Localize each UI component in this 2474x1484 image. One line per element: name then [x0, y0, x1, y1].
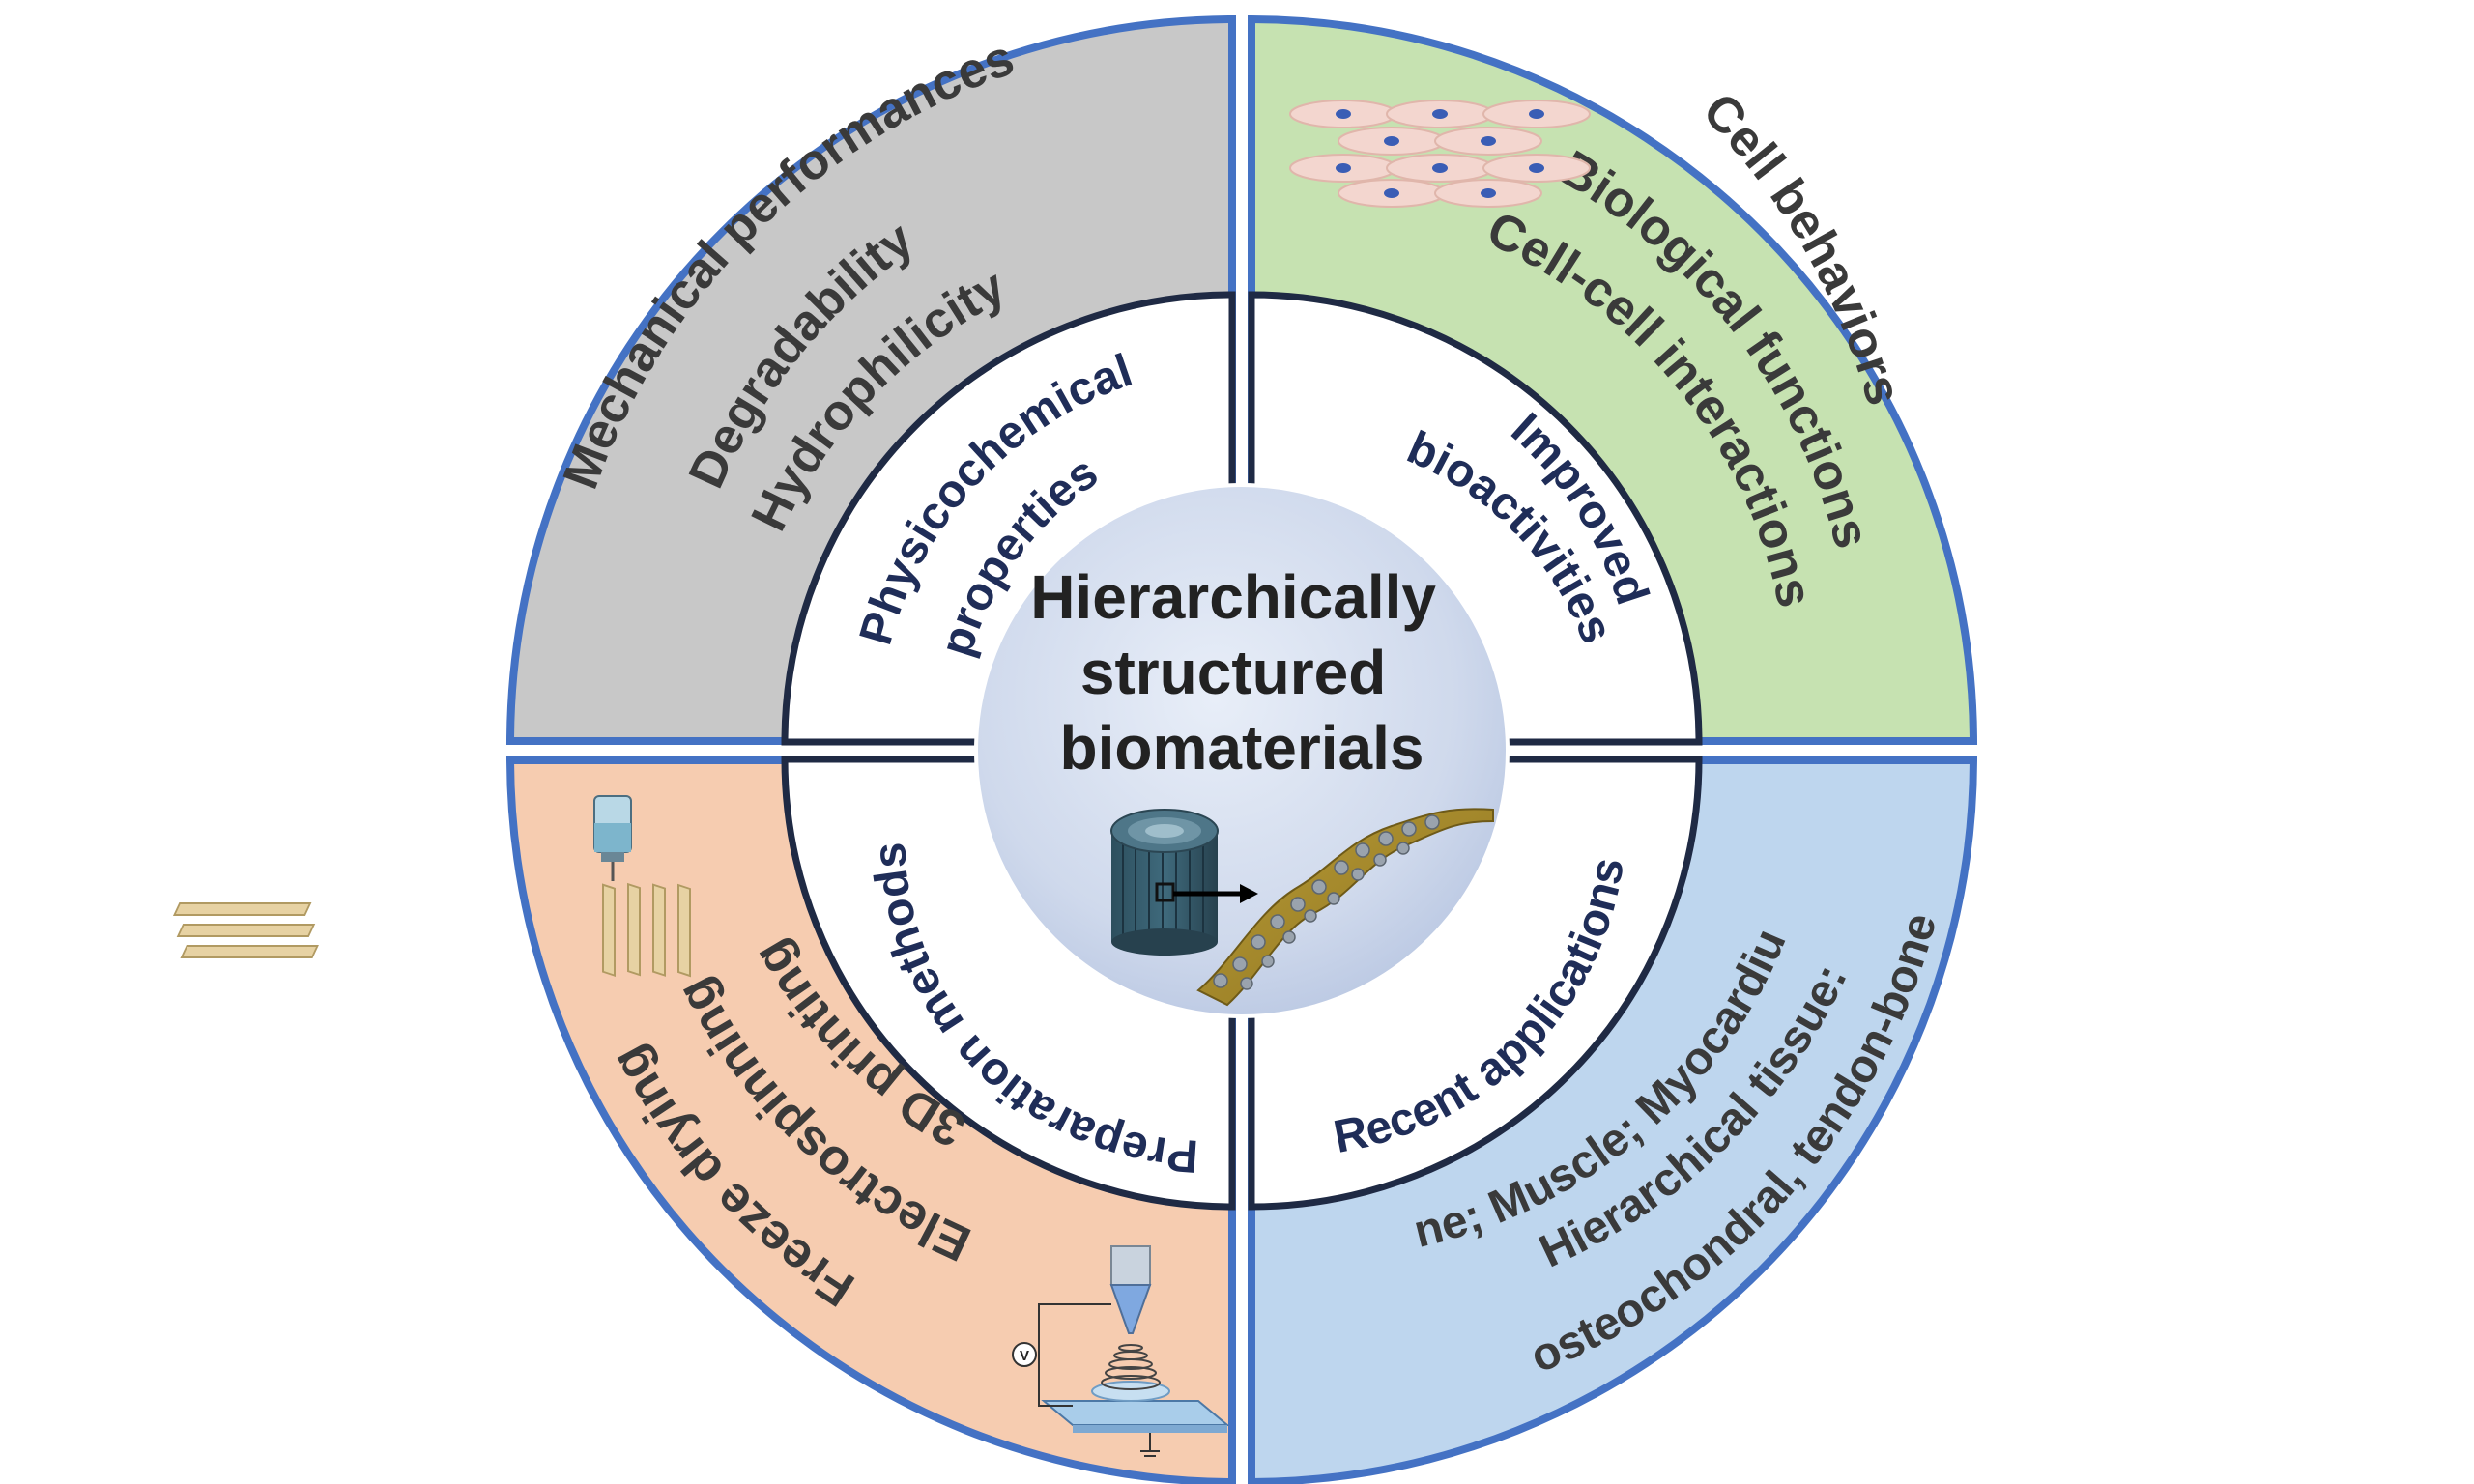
svg-text:Hierarchically structured: Hierarchically structured biomaterials	[1030, 562, 1453, 783]
center-title-line3: biomaterials	[1059, 713, 1424, 783]
fiber-bundle-icon	[1110, 809, 1219, 956]
center-title-line1: Hierarchically	[1030, 562, 1436, 632]
center-circle	[974, 483, 1510, 1018]
cell-sheet-icon	[1289, 100, 1591, 208]
3d-printer-icon	[172, 795, 691, 978]
arrow-icon	[1173, 884, 1258, 903]
center-title-line2: structured	[1080, 638, 1387, 707]
voltmeter-label: V	[1020, 1348, 1029, 1364]
nanofiber-ribbon-icon	[1196, 808, 1494, 1007]
electrospinning-icon: V	[1012, 1245, 1230, 1457]
